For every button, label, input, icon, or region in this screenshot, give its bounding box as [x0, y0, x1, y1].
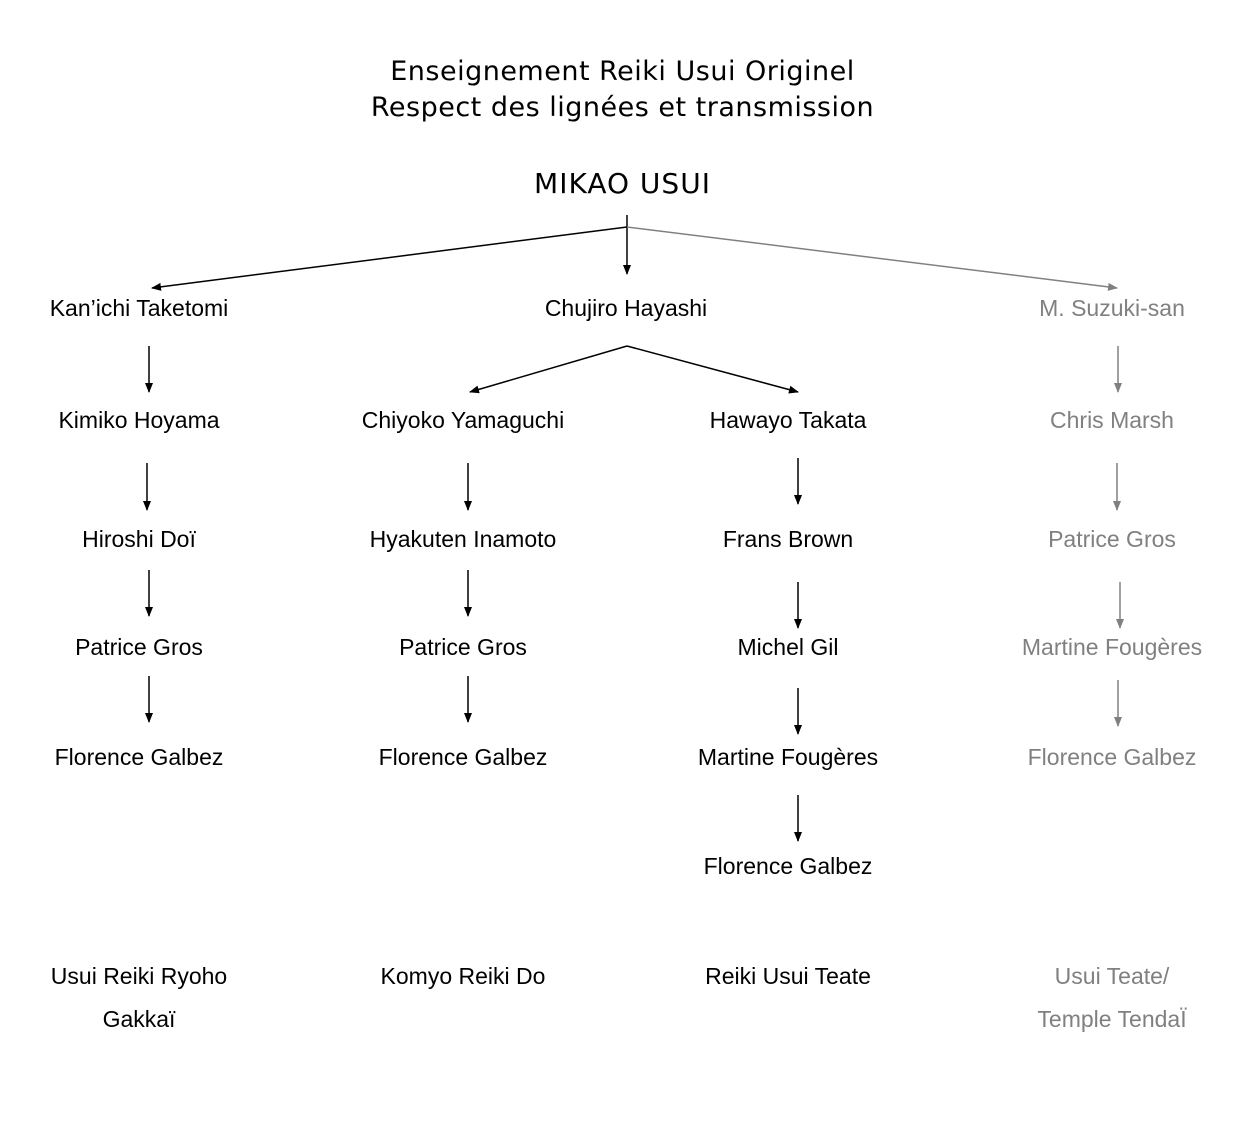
diagram-title-line1: Enseignement Reiki Usui Originel	[390, 56, 855, 87]
node-martine-fougeres-2: Martine Fougères	[1021, 634, 1203, 660]
edge-usui-to-suzuki	[626, 226, 1118, 291]
node-hiroshi-doi: Hiroshi Doï	[82, 526, 196, 552]
node-florence-galbez-2: Florence Galbez	[378, 744, 548, 770]
node-patrice-gros-1: Patrice Gros	[75, 634, 203, 660]
node-florence-galbez-3: Florence Galbez	[703, 853, 873, 879]
edge-hayashi-to-yamaguchi	[469, 345, 628, 394]
node-m-suzuki-san: M. Suzuki-san	[1039, 295, 1185, 321]
node-hyakuten-inamoto: Hyakuten Inamoto	[369, 526, 557, 552]
school-usui-reiki-ryoho-line1: Usui Reiki Ryoho	[50, 963, 228, 989]
node-patrice-gros-3: Patrice Gros	[1048, 526, 1176, 552]
node-patrice-gros-2: Patrice Gros	[399, 634, 527, 660]
diagram-title-line2: Respect des lignées et transmission	[370, 92, 875, 123]
school-usui-reiki-ryoho-line2: Gakkaï	[102, 1006, 176, 1032]
node-chris-marsh: Chris Marsh	[1050, 407, 1174, 433]
node-hawayo-takata: Hawayo Takata	[709, 407, 867, 433]
node-florence-galbez-1: Florence Galbez	[54, 744, 224, 770]
school-usui-teate-line2: Temple TendaÏ	[1037, 1006, 1187, 1032]
node-michel-gil: Michel Gil	[737, 634, 839, 660]
edge-usui-to-taketomi	[151, 226, 628, 291]
node-martine-fougeres-1: Martine Fougères	[697, 744, 879, 770]
edge-hayashi-to-takata	[626, 345, 799, 394]
node-kimiko-hoyama: Kimiko Hoyama	[58, 407, 220, 433]
node-florence-galbez-4: Florence Galbez	[1027, 744, 1197, 770]
school-usui-teate-line1: Usui Teate/	[1054, 963, 1170, 989]
node-chujiro-hayashi: Chujiro Hayashi	[544, 295, 708, 321]
node-chiyoko-yamaguchi: Chiyoko Yamaguchi	[361, 407, 565, 433]
school-komyo-reiki-do: Komyo Reiki Do	[380, 963, 546, 989]
node-frans-brown: Frans Brown	[722, 526, 854, 552]
root-node-mikao-usui: MIKAO USUI	[534, 167, 711, 200]
school-reiki-usui-teate: Reiki Usui Teate	[705, 963, 871, 989]
node-kanichi-taketomi: Kan’ichi Taketomi	[49, 295, 229, 321]
